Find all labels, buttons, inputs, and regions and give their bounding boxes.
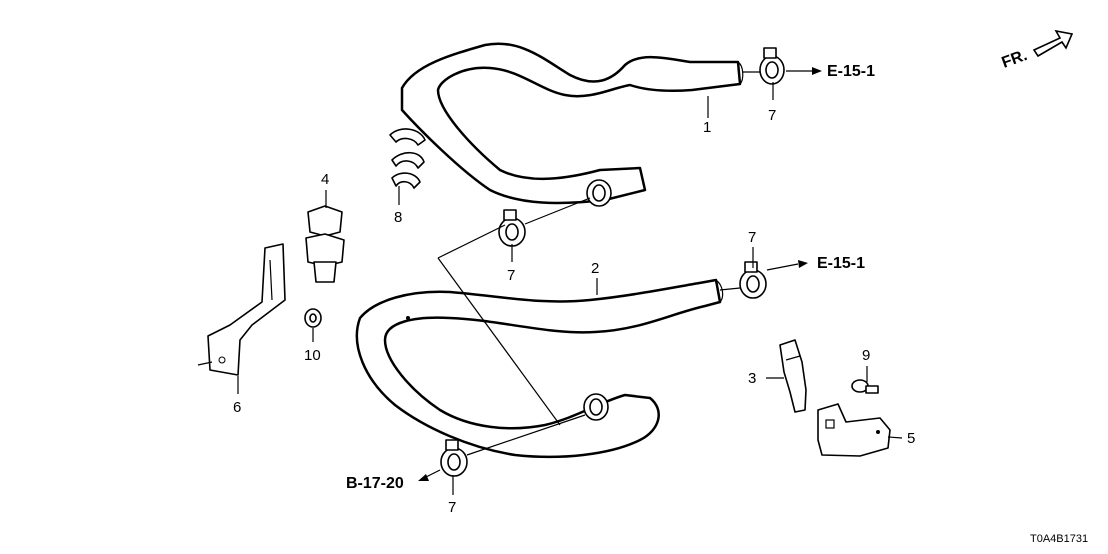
- callout-7-upper-right: 7: [768, 107, 776, 124]
- part-number-code: T0A4B1731: [1030, 533, 1088, 545]
- clamp-bottom: [440, 414, 586, 477]
- clamp-upper-center: [498, 197, 591, 247]
- callout-7-lower-right: 7: [748, 229, 756, 246]
- ref-arrow-lower-right: [766, 260, 808, 271]
- callout-1: 1: [703, 119, 711, 136]
- clip-small: [779, 339, 807, 413]
- callout-8: 8: [394, 209, 402, 226]
- bolt: [851, 379, 879, 394]
- connection-line: [437, 257, 561, 426]
- callout-2: 2: [591, 260, 599, 277]
- callout-7-upper-center: 7: [507, 267, 515, 284]
- bracket-right: [817, 403, 903, 457]
- clamp-upper-right: [742, 47, 785, 85]
- fr-label: FR.: [1000, 47, 1030, 72]
- callout-3: 3: [748, 370, 756, 387]
- ref-lower-right: E-15-1: [817, 255, 865, 272]
- callout-10: 10: [304, 347, 321, 364]
- nut: [304, 308, 322, 328]
- callout-5: 5: [907, 430, 915, 447]
- hose-upper: [400, 42, 744, 207]
- callout-6: 6: [233, 399, 241, 416]
- ref-bottom-left: B-17-20: [346, 475, 404, 492]
- clamp-lower-right: [719, 261, 767, 299]
- bracket-left: [197, 243, 286, 376]
- callout-9: 9: [862, 347, 870, 364]
- callout-4: 4: [321, 171, 329, 188]
- front-direction-arrow: [1032, 29, 1074, 58]
- connection-line: [437, 224, 506, 259]
- ref-arrow-upper-right: [786, 67, 822, 75]
- ref-upper-right: E-15-1: [827, 63, 875, 80]
- ref-arrow-bottom-left: [418, 469, 441, 481]
- clamp-holder: [305, 205, 345, 283]
- callout-7-bottom: 7: [448, 499, 456, 516]
- clip-curved: [389, 128, 426, 189]
- hose-lower: [355, 278, 724, 459]
